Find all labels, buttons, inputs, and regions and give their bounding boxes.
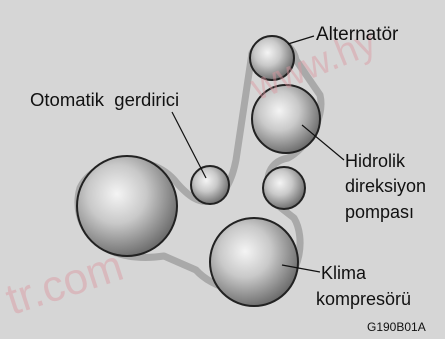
ac-compressor-label-line1: Klima bbox=[321, 263, 367, 283]
power-steering-pump-pulley bbox=[251, 84, 321, 154]
idler-pulley bbox=[262, 166, 306, 210]
alternator-pulley bbox=[249, 35, 295, 81]
alternator-label: Alternatör bbox=[316, 24, 399, 45]
tensioner-leader-line bbox=[171, 111, 207, 179]
ac-compressor-pulley bbox=[209, 217, 299, 307]
ac-compressor-label-line2: kompresörü bbox=[316, 289, 412, 309]
figure-code: G190B01A bbox=[367, 320, 426, 334]
power-steering-leader-line bbox=[301, 124, 345, 161]
power-steering-label-line3: pompası bbox=[345, 202, 415, 222]
alternator-leader-line bbox=[287, 35, 315, 45]
power-steering-label-line1: Hidrolik bbox=[345, 151, 406, 171]
power-steering-label-line2: direksiyon bbox=[345, 176, 427, 196]
tensioner-pulley bbox=[190, 165, 230, 205]
tensioner-label: Otomatik gerdirici bbox=[30, 89, 180, 110]
ac-compressor-leader-line bbox=[281, 264, 321, 273]
crankshaft-pulley bbox=[76, 155, 178, 257]
